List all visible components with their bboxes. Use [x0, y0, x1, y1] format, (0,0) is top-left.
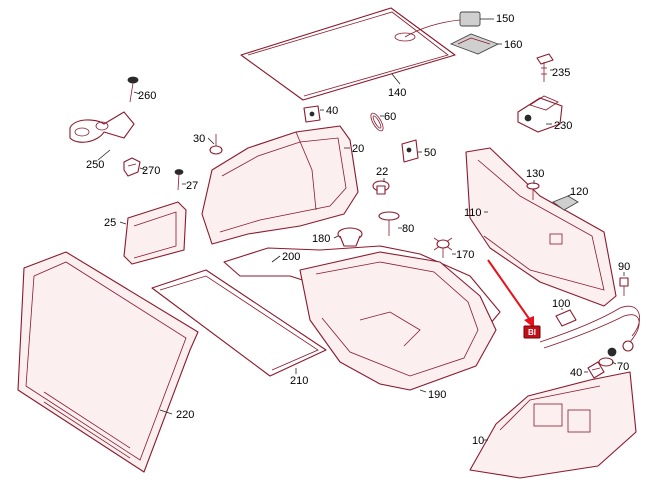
part-wiring-harness: [539, 305, 641, 357]
callout-210[interactable]: 210: [290, 375, 308, 387]
callout-60[interactable]: 60: [384, 111, 396, 123]
part-190-tub: [299, 251, 497, 391]
part-130-pin: [526, 182, 540, 200]
highlight-arrow: [487, 259, 534, 328]
part-60-ring: [370, 112, 384, 132]
part-260-screw: [127, 76, 139, 103]
callout-25[interactable]: 25: [104, 217, 116, 229]
part-40-small-part-lower: [587, 361, 605, 379]
part-220-panel: [17, 251, 199, 473]
part-70-grommet: [598, 357, 614, 367]
part-160-pad: [449, 33, 500, 55]
part-100-plate: [555, 309, 577, 327]
part-250-hook: [69, 111, 135, 143]
part-230-bracket: [517, 95, 563, 133]
callout-22[interactable]: 22: [376, 166, 388, 178]
callout-220[interactable]: 220: [176, 409, 194, 421]
callout-20[interactable]: 20: [352, 143, 364, 155]
callout-150[interactable]: 150: [496, 13, 514, 25]
callout-10[interactable]: 10: [472, 435, 484, 447]
callout-200[interactable]: 200: [282, 251, 300, 263]
part-22-clip: [372, 180, 390, 195]
callout-180[interactable]: 180: [312, 233, 330, 245]
part-20-side-trim: [201, 125, 359, 245]
callout-50[interactable]: 50: [424, 147, 436, 159]
highlight-tag[interactable]: BI: [523, 325, 541, 339]
part-270-clip: [123, 157, 141, 177]
callout-130[interactable]: 130: [526, 168, 544, 180]
callout-80[interactable]: 80: [402, 223, 414, 235]
callout-250[interactable]: 250: [86, 159, 104, 171]
part-80-button: [378, 211, 400, 236]
callout-270[interactable]: 270: [142, 165, 160, 177]
part-235-bolt: [536, 53, 554, 82]
part-27-screw: [174, 169, 184, 191]
callout-110[interactable]: 110: [464, 207, 482, 219]
leader-lines: [97, 18, 625, 441]
callout-40-top[interactable]: 40: [326, 105, 338, 117]
callout-100[interactable]: 100: [552, 298, 570, 310]
callout-70[interactable]: 70: [617, 361, 629, 373]
callout-235[interactable]: 235: [552, 67, 570, 79]
part-25-cover: [123, 201, 187, 265]
callout-190[interactable]: 190: [428, 389, 446, 401]
part-30-pin: [209, 134, 223, 155]
callout-labels: 150 160 140 235 260 40 60 230 30 20 50 2…: [86, 13, 630, 447]
part-120-socket: [552, 195, 579, 211]
callout-30[interactable]: 30: [193, 133, 205, 145]
callout-40-lower[interactable]: 40: [570, 367, 582, 379]
callout-140[interactable]: 140: [388, 87, 406, 99]
part-40-small-bracket: [303, 105, 321, 123]
part-210-floor-board: [151, 269, 327, 377]
highlight-tag-text: BI: [528, 328, 536, 337]
part-90-connector: [619, 277, 629, 296]
callout-27[interactable]: 27: [186, 180, 198, 192]
part-10-lower-trim: [469, 371, 637, 479]
part-50-clip: [401, 139, 419, 163]
callout-160[interactable]: 160: [504, 39, 522, 51]
part-170-clip: [433, 237, 453, 258]
part-110-side-panel: [465, 147, 617, 307]
callout-120[interactable]: 120: [570, 186, 588, 198]
callout-260[interactable]: 260: [138, 90, 156, 102]
callout-90[interactable]: 90: [618, 261, 630, 273]
part-180-plug: [337, 227, 363, 247]
part-140-floor-panel: [240, 7, 456, 101]
callout-170[interactable]: 170: [456, 249, 474, 261]
callout-230[interactable]: 230: [554, 120, 572, 132]
